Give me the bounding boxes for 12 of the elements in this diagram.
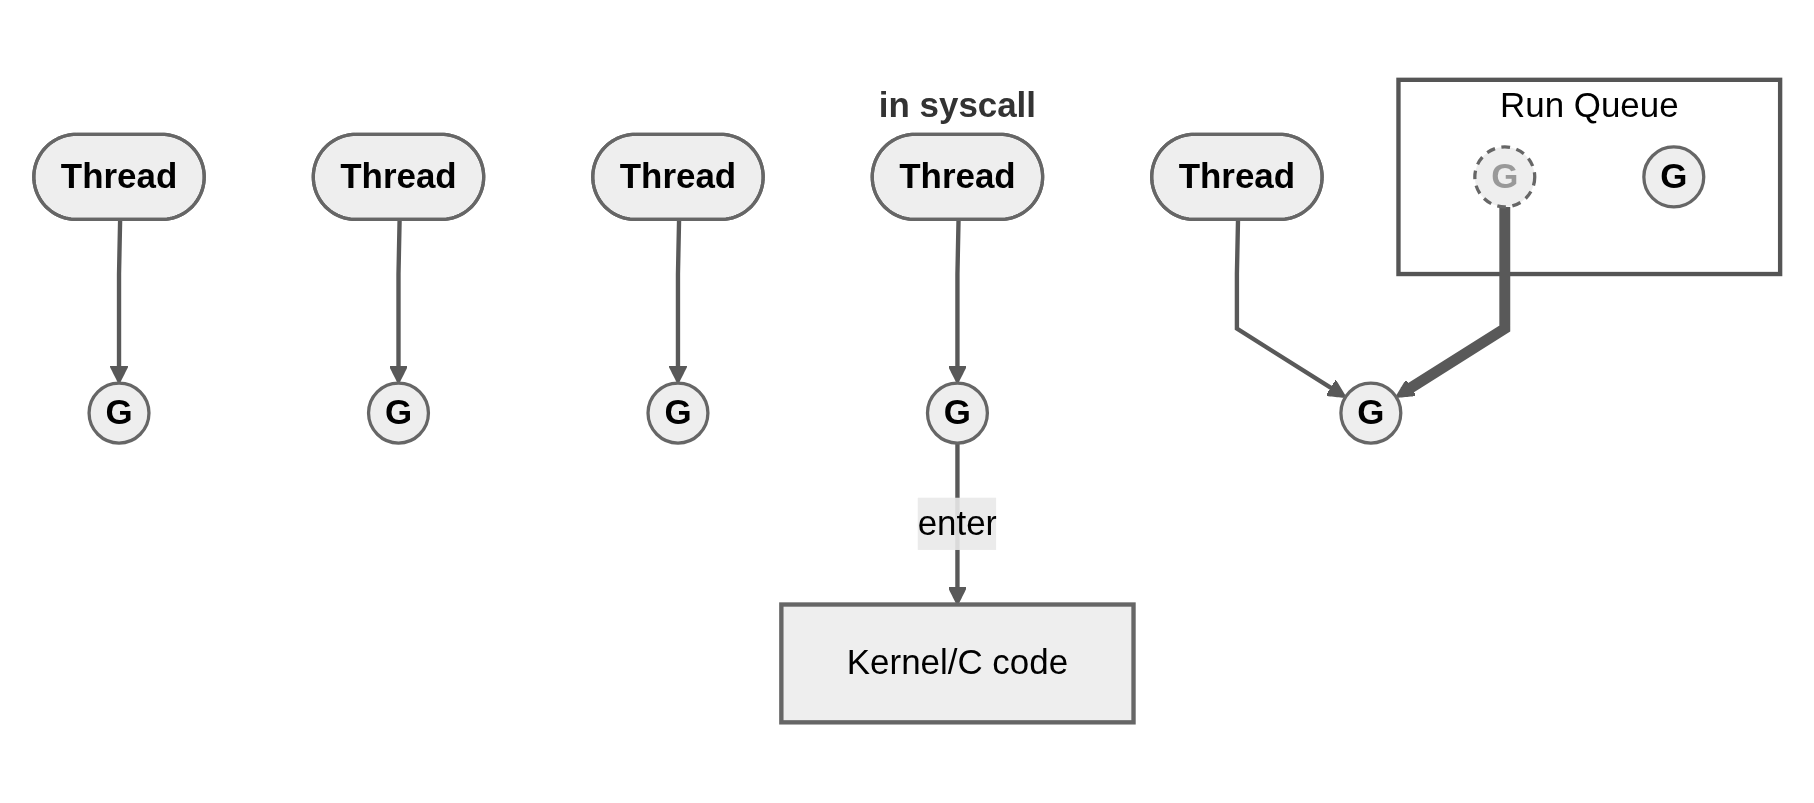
node-circle: G [646, 381, 710, 446]
node-circle: G [1339, 381, 1403, 446]
node-circle: G [366, 381, 431, 446]
node-caption: in syscall [878, 85, 1037, 125]
node-box: Kernel/C code [779, 602, 1136, 725]
node-circle: G [1473, 145, 1537, 209]
arrow [1234, 220, 1347, 399]
node-circle: G [87, 381, 151, 446]
node-circle: G [925, 381, 990, 446]
node-circle: G [1642, 145, 1706, 209]
arrow [1395, 207, 1511, 399]
edge-label: enter [917, 504, 998, 542]
